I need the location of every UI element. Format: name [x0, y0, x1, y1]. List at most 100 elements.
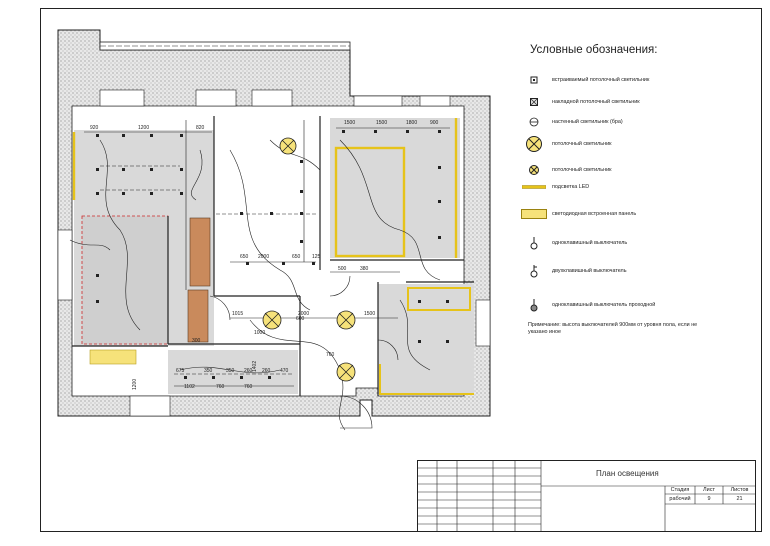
legend-title: Условные обозначения: [530, 44, 658, 56]
legend-label: одноклавишный выключатель [552, 240, 628, 246]
legend-item: встраиваемый потолочный светильник [520, 73, 649, 87]
dim-label: 920 [90, 125, 99, 131]
recessed-ceiling-light-icon [530, 76, 538, 84]
stage-value: рабочий [669, 496, 691, 502]
dim-label: 300 [192, 338, 201, 344]
surface-ceiling-light-icon [530, 98, 538, 106]
wall-sconce-icon [529, 117, 539, 127]
dim-label: 675 [176, 368, 185, 374]
dim-label: 1200 [132, 379, 138, 390]
dim-label: 260 [244, 368, 253, 374]
dim-label: 1500 [344, 120, 355, 126]
dim-label: 1102 [184, 384, 195, 390]
dim-label: 500 [338, 266, 347, 272]
ceiling-fixture-large-icon [336, 362, 356, 382]
led-strip-icon [522, 185, 546, 189]
dim-label: 650 [292, 254, 301, 260]
bathroom-zone [378, 284, 474, 394]
led-panel [334, 146, 406, 258]
legend-label: потолочный светильник [552, 167, 612, 173]
legend-label: накладной потолочный светильник [552, 99, 640, 105]
dim-label: 1015 [232, 311, 243, 317]
led-panel [407, 287, 471, 311]
wood-wardrobe [189, 217, 211, 287]
wiring [69, 139, 441, 431]
legend-item: одноклавишный выключатель [520, 236, 627, 250]
single-switch-icon [530, 237, 538, 250]
dim-label: 2000 [298, 311, 309, 317]
legend-label: подсветка LED [552, 184, 590, 190]
left-room-zone [81, 215, 169, 345]
legend-item: потолочный светильник [520, 163, 611, 177]
title-block [417, 460, 756, 532]
legend-label: одноклавишный выключатель проходной [552, 302, 656, 308]
legend-label: настенный светильник (бра) [552, 119, 623, 125]
recessed-lights [96, 130, 449, 379]
dim-label: 650 [240, 254, 249, 260]
dim-label: 380 [360, 266, 369, 272]
ceiling-fixture-large-icon [279, 137, 297, 155]
dim-label: 260 [262, 368, 271, 374]
sheets-value: 21 [736, 496, 743, 502]
led-panel [89, 349, 137, 365]
floor-zones [74, 118, 474, 394]
legend-label: двухклавишный выключатель [552, 268, 627, 274]
ceiling-fixture-large-icon [526, 136, 542, 152]
dim-label: 1200 [138, 125, 149, 131]
legend-item: светодиодная встроенная панель [520, 207, 636, 221]
dim-label: 900 [430, 120, 439, 126]
dim-label: 1500 [376, 120, 387, 126]
led-strip [379, 364, 474, 395]
ceiling-fixture-large-icon [262, 310, 282, 330]
double-switch-icon [530, 265, 538, 278]
dim-label: 600 [296, 316, 305, 322]
legend-item: настенный светильник (бра) [520, 115, 623, 129]
legend-item: подсветка LED [520, 180, 589, 194]
dimension-lines [84, 120, 450, 387]
window [57, 229, 73, 301]
dim-label: 1000 [254, 330, 265, 336]
corridor-zone [168, 350, 298, 394]
ceiling-fixtures [262, 137, 356, 382]
sheet-value: 9 [707, 496, 711, 502]
legend-item: одноклавишный выключатель проходной [520, 298, 655, 312]
wood-wardrobe [187, 289, 209, 343]
doors [209, 275, 399, 429]
dim-label: 760 [244, 384, 253, 390]
legend-label: светодиодная встроенная панель [552, 211, 637, 217]
dim-label: 760 [326, 352, 335, 358]
window [419, 95, 451, 107]
legend-label: потолочный светильник [552, 141, 612, 147]
window [475, 299, 491, 347]
dim-label: 1800 [406, 120, 417, 126]
legend-item: накладной потолочный светильник [520, 95, 640, 109]
drawing-title: План освещения [596, 469, 659, 478]
sheet-header: Лист [703, 487, 715, 493]
legend-note: Примечание: высота выключателей 900мм от… [528, 322, 698, 335]
dim-label: 760 [216, 384, 225, 390]
ceiling-fixture-small-icon [529, 165, 539, 175]
bedroom2-zone [330, 118, 460, 258]
led-panel-icon [521, 209, 547, 219]
window [251, 89, 293, 107]
legend-item: двухклавишный выключатель [520, 264, 627, 278]
dim-label: 470 [280, 368, 289, 374]
dim-label: 350 [204, 368, 213, 374]
pass-through-switch-icon [530, 299, 538, 312]
window [353, 95, 403, 107]
sheets-header: Листов [730, 487, 749, 493]
window [99, 89, 145, 107]
window [129, 395, 171, 417]
dim-label: 350 [226, 368, 235, 374]
sheet-frame [40, 8, 762, 532]
dim-label: 1402 [252, 361, 258, 372]
stage-header: Стадия [670, 487, 690, 493]
legend-item: потолочный светильник [520, 136, 612, 152]
ceiling-fixture-large-icon [336, 310, 356, 330]
led-lighting [72, 118, 474, 395]
dim-label: 820 [196, 125, 205, 131]
legend-label: встраиваемый потолочный светильник [552, 77, 650, 83]
dim-label: 1500 [364, 311, 375, 317]
dim-label: 2000 [258, 254, 269, 260]
